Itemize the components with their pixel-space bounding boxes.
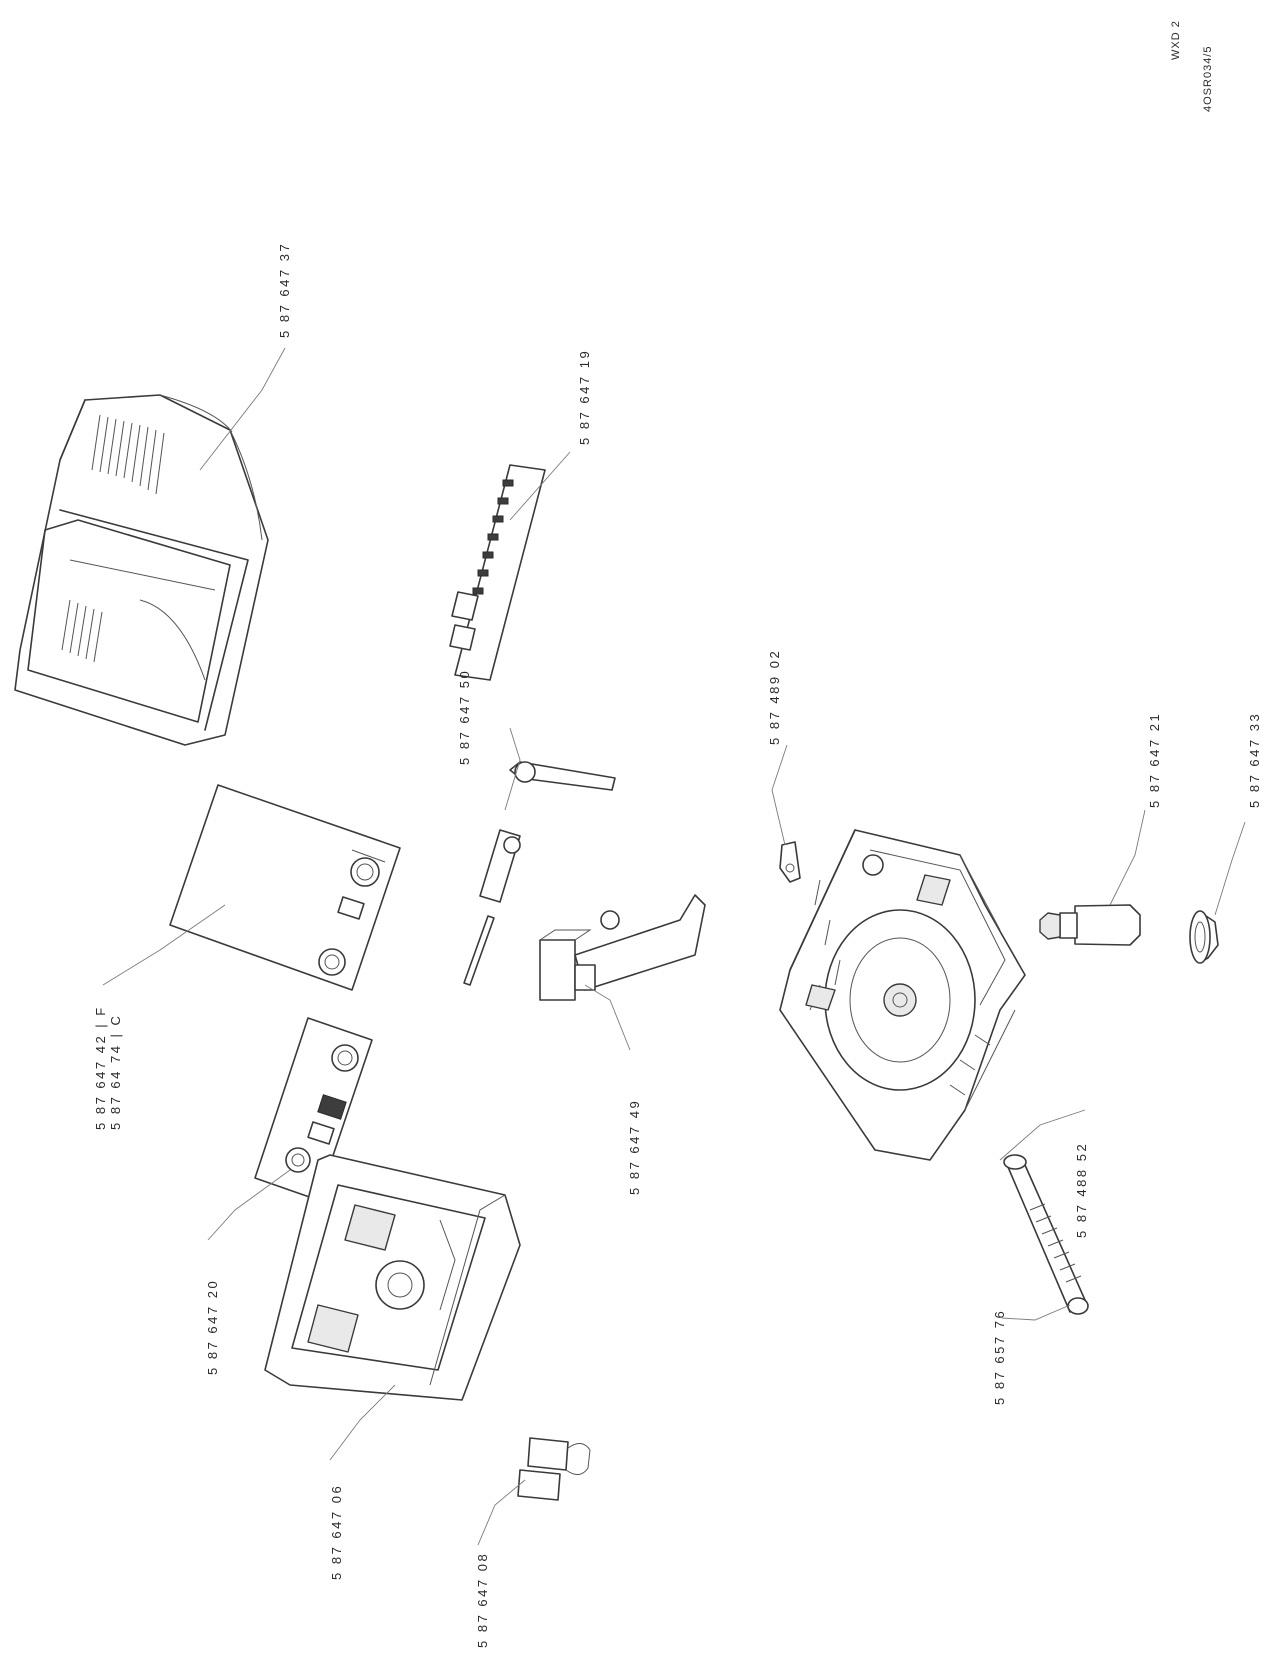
- part-label-knob-cap: 5 87 647 33: [1247, 711, 1262, 808]
- leader-lines: [102, 347, 1246, 1546]
- part-label-switch-panel: 5 87 647 20: [205, 1278, 220, 1375]
- part-label-sensor: 5 87 647 50: [457, 668, 472, 765]
- part-label-grommet: 5 87 657 76: [992, 1308, 1007, 1405]
- part-label-front-plate-line1: 5 87 647 42 | F: [93, 1005, 108, 1130]
- knob-cap: [1189, 910, 1219, 964]
- front-plate: [169, 784, 401, 991]
- base-fan-unit: [779, 829, 1026, 1161]
- front-housing: [264, 1154, 521, 1401]
- sheet-code: WXD 2: [1170, 20, 1182, 60]
- switch-panel: [254, 1017, 373, 1201]
- part-label-clip: 5 87 489 02: [767, 648, 782, 745]
- mounting-bracket: [539, 894, 706, 1001]
- part-label-bracket: 5 87 647 49: [627, 1098, 642, 1195]
- part-label-front-plate: 5 87 647 42 | F 5 87 64 74 | C: [93, 1005, 123, 1130]
- knob-spindle: [1039, 904, 1141, 946]
- retaining-clip: [779, 841, 801, 883]
- drawing-number: 4OSR034/5: [1202, 45, 1214, 112]
- pcb-board: [449, 464, 546, 681]
- part-label-front-housing: 5 87 647 06: [329, 1483, 344, 1580]
- part-label-connector: 5 87 647 08: [475, 1551, 490, 1648]
- cover-housing: [14, 394, 269, 746]
- hose: [1003, 1154, 1089, 1315]
- part-label-front-plate-line2: 5 87 64 74 | C: [108, 1013, 123, 1130]
- connector-clip: [517, 1437, 591, 1501]
- part-label-cover: 5 87 647 37: [277, 241, 292, 338]
- part-label-hose: 5 87 488 52: [1074, 1141, 1089, 1238]
- part-label-knob-spindle: 5 87 647 21: [1147, 711, 1162, 808]
- part-label-pcb: 5 87 647 19: [577, 348, 592, 445]
- sensor-assembly: [463, 761, 616, 986]
